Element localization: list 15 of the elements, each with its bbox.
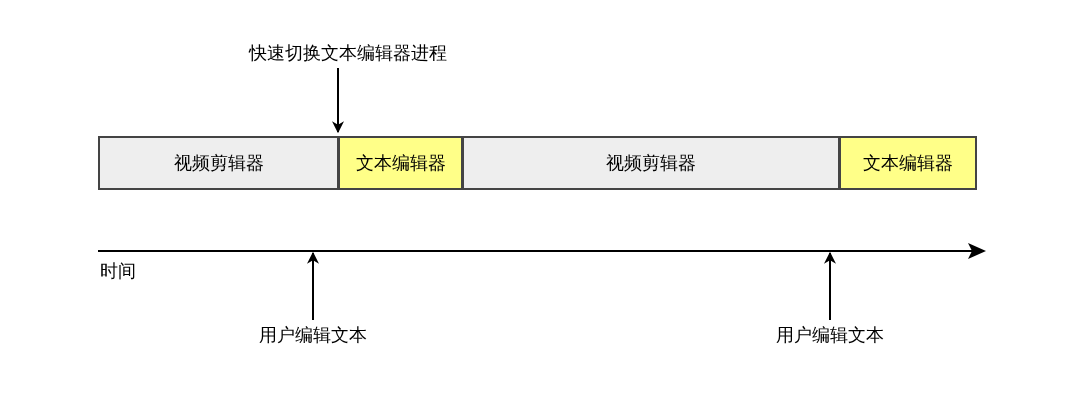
process-box: [98, 136, 339, 190]
process-box: [839, 136, 977, 190]
box-label: 文本编辑器: [863, 151, 953, 175]
box-label: 视频剪辑器: [606, 151, 696, 175]
process-box: [338, 136, 463, 190]
annotation-text: 用户编辑文本: [259, 323, 367, 347]
annotation-text: 用户编辑文本: [776, 323, 884, 347]
axis-label: 时间: [100, 259, 136, 283]
process-box: [462, 136, 840, 190]
arrow: [307, 251, 319, 321]
arrow: [824, 251, 836, 321]
arrow: [332, 67, 344, 134]
box-label: 视频剪辑器: [173, 151, 264, 175]
box-label: 文本编辑器: [355, 151, 446, 175]
annotation-text: 快速切换文本编辑器进程: [249, 41, 447, 65]
